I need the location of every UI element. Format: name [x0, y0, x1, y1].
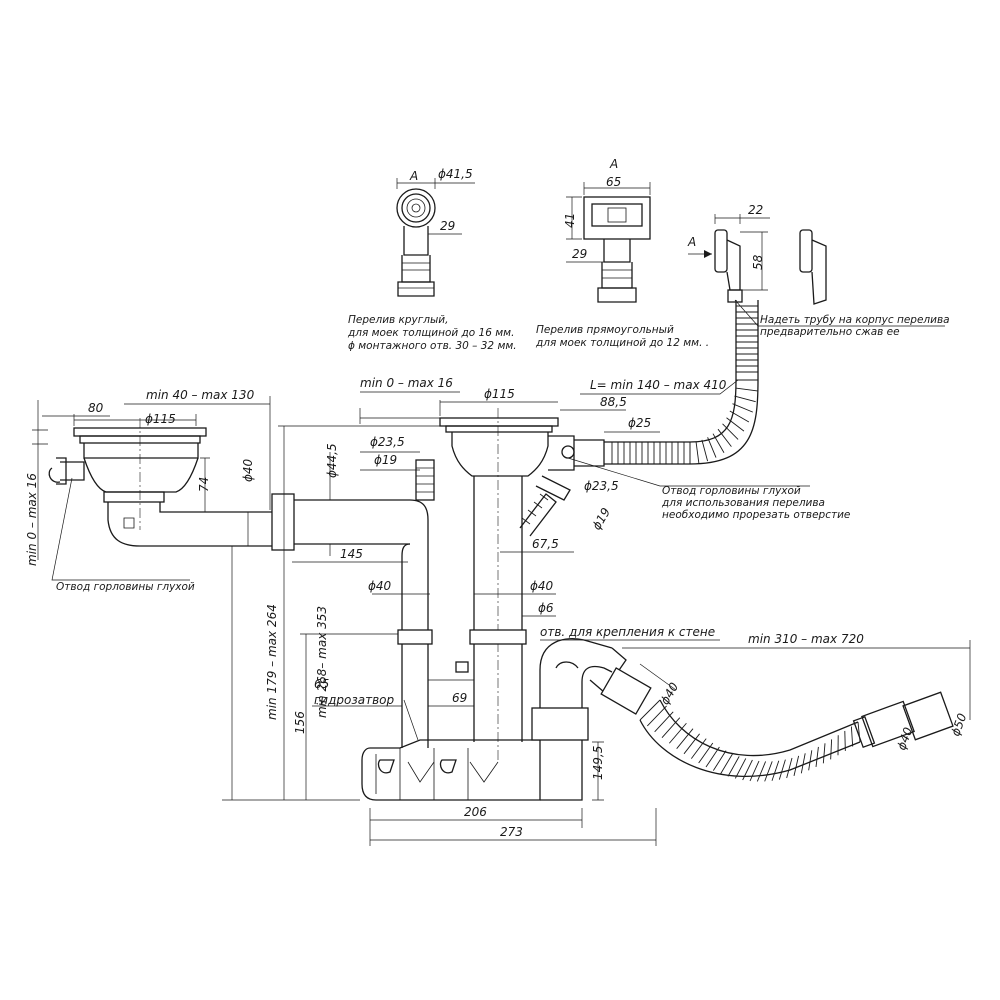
drain-hose-corrugation [639, 699, 861, 782]
dim-rect-65: 65 [606, 175, 621, 189]
note-blind-outlet-1: Отвод горловины глухой [662, 485, 801, 497]
dim-65: 65 [314, 677, 329, 691]
trap-assembly: 69 65 гидрозатвор 149,5 отв. для креплен… [312, 625, 720, 801]
dim-right-d23-5: ϕ23,5 [584, 479, 619, 493]
dim-tube-58: 58 [751, 254, 765, 270]
dim-206: 206 [464, 805, 487, 819]
dim-d23-5-a: ϕ23,5 [370, 435, 405, 449]
dim-right-d25: ϕ25 [628, 416, 651, 430]
dim-88-5: 88,5 [600, 395, 627, 409]
dim-149-5: 149,5 [591, 746, 605, 780]
middle-sink-drain: min 0 – max 16 ϕ115 ϕ40 ϕ6 88,5 ϕ25 ϕ23,… [359, 376, 660, 760]
drain-corrugated-hose: min 310 – max 720 ϕ40 ϕ50 [622, 632, 971, 782]
dim-height-156: 156 [293, 711, 307, 734]
dim-drain-end-d50: ϕ50 [948, 711, 969, 738]
dim-rect-29: 29 [572, 247, 587, 261]
note-round-overflow-3: ϕ монтажного отв. 30 – 32 мм. [348, 340, 517, 352]
arrow-a-label: A [687, 235, 696, 249]
connecting-pipe: 145 ϕ44,5 ϕ23,5 ϕ19 ϕ40 [271, 435, 435, 630]
dim-d40-a: ϕ40 [368, 579, 392, 593]
dim-left-range: min 40 – max 130 [146, 388, 255, 402]
dim-height-268-353: min 268– max 353 [315, 606, 329, 718]
dim-drain-end-d40: ϕ40 [894, 725, 915, 752]
view-label-a-rect: A [609, 157, 618, 171]
dim-round-29: 29 [440, 219, 455, 233]
note-left-blind: Отвод горловины глухой [56, 581, 195, 593]
overflow-tube-detail: A 22 58 Надеть трубу на корпус перелива … [687, 203, 950, 338]
dim-rect-41: 41 [563, 213, 577, 228]
note-rect-overflow-1: Перелив прямоугольный [536, 324, 674, 336]
dim-left-d40: ϕ40 [241, 458, 255, 482]
dim-tube-22: 22 [748, 203, 763, 217]
dim-height-179-264: min 179 – max 264 [265, 604, 279, 720]
dim-round-d41-5: ϕ41,5 [438, 167, 473, 181]
dim-d19-a: ϕ19 [374, 453, 397, 467]
dim-d44-5: ϕ44,5 [325, 443, 339, 478]
note-blind-outlet-2: для использования перелива [661, 497, 825, 509]
left-sink-drain: 80 min 40 – max 130 ϕ115 74 ϕ40 min 0 – … [25, 388, 272, 593]
dim-273: 273 [500, 825, 523, 839]
overflow-hose-corrugation [611, 305, 758, 464]
dim-67-5: 67,5 [532, 537, 559, 551]
note-tube-1: Надеть трубу на корпус перелива [760, 314, 950, 326]
overflow-corrugated-hose: L= min 140 – max 410 Отвод горловины глу… [567, 289, 850, 521]
overall-dimensions: min 179 – max 264 min 268– max 353 156 2… [222, 425, 657, 846]
dim-left-d115: ϕ115 [145, 412, 176, 426]
dim-left-range-0-16: min 0 – max 16 [25, 473, 39, 566]
dim-left-80: 80 [88, 401, 104, 415]
dim-69: 69 [452, 691, 467, 705]
dim-mid-range-0-16: min 0 – max 16 [360, 376, 453, 390]
dim-right-d19: ϕ19 [589, 505, 613, 532]
note-tube-2: предварительно сжав ее [760, 326, 900, 338]
dim-145: 145 [340, 547, 363, 561]
note-round-overflow-1: Перелив круглый, [348, 314, 448, 326]
dim-mid-d115: ϕ115 [484, 387, 515, 401]
dim-d6: ϕ6 [538, 601, 554, 615]
round-overflow-view: A ϕ41,5 29 Перелив круглый, для моек тол… [347, 167, 517, 352]
note-blind-outlet-3: необходимо прорезать отверстие [662, 509, 850, 521]
view-label-a-round: A [409, 169, 418, 183]
note-round-overflow-2: для моек толщиной до 16 мм. [347, 327, 514, 339]
label-water-seal: гидрозатвор [314, 693, 394, 707]
dim-hose-L: L= min 140 – max 410 [590, 378, 727, 392]
dim-left-74: 74 [197, 477, 211, 492]
note-rect-overflow-2: для моек толщиной до 12 мм. . [535, 337, 709, 349]
rect-overflow-view: A 65 41 29 Перелив прямоугольный для мое… [535, 157, 709, 349]
dim-drain-range: min 310 – max 720 [748, 632, 864, 646]
dim-d40-b: ϕ40 [530, 579, 554, 593]
note-wall-mount: отв. для крепления к стене [540, 625, 715, 639]
